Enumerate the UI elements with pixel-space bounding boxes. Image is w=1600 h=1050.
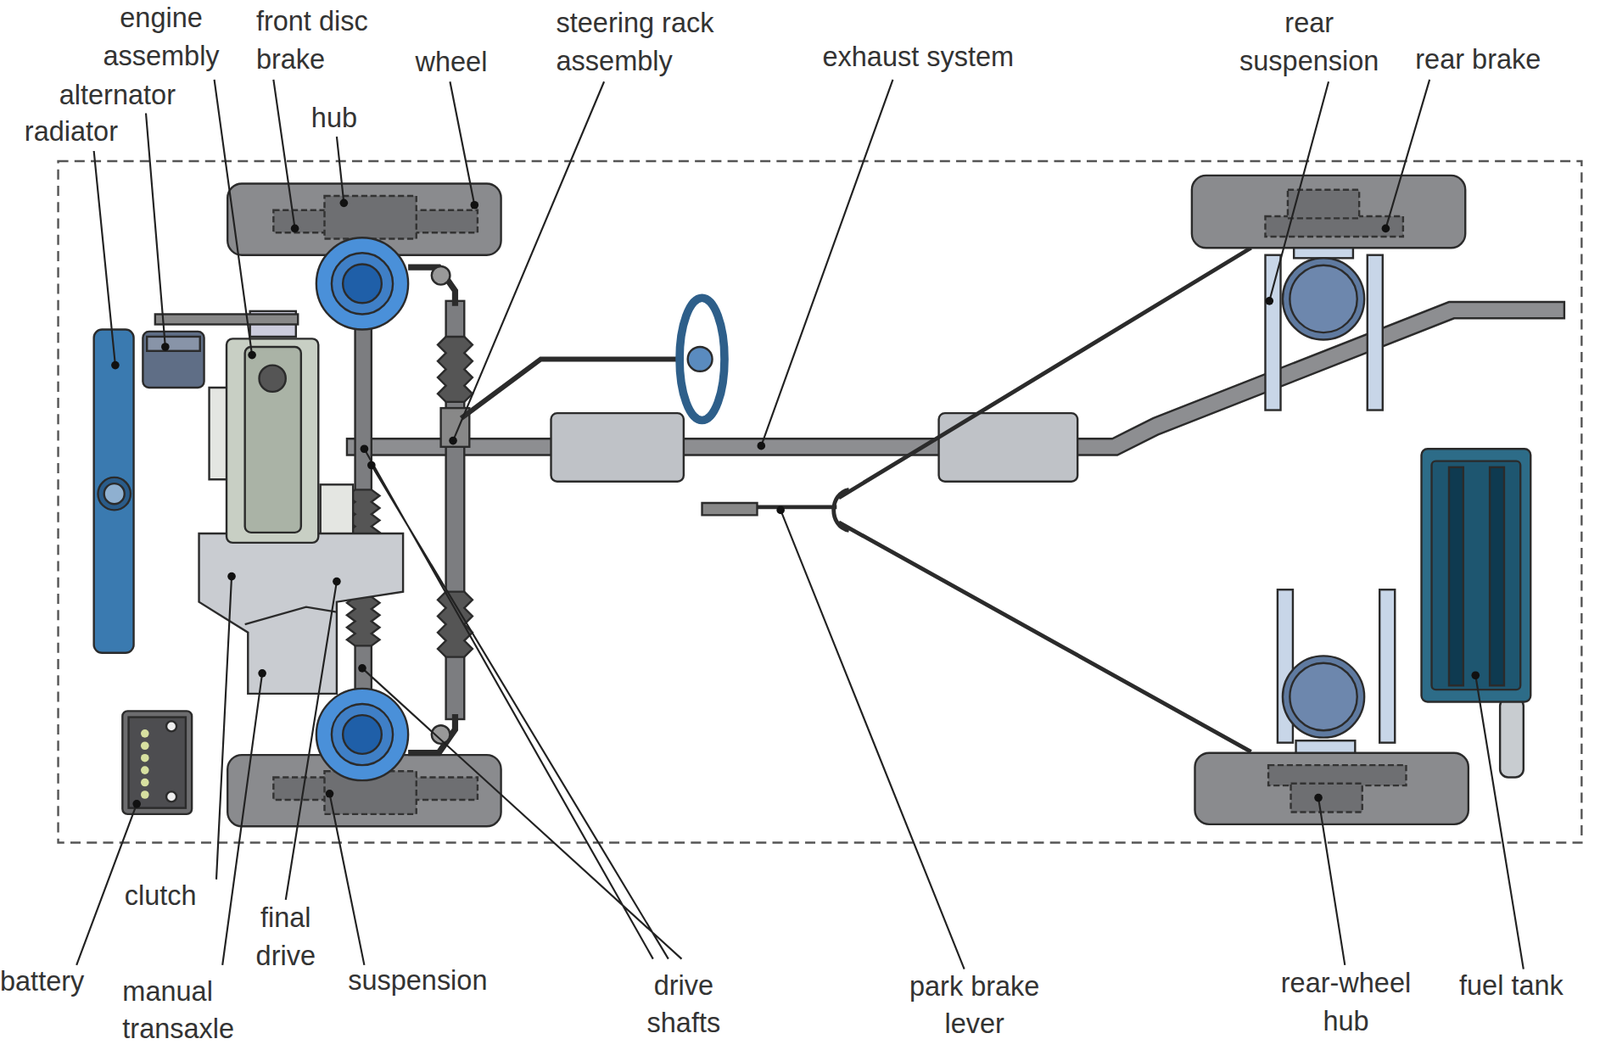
radiator-fan-hub [104,483,125,504]
engine-head [245,346,302,533]
front-hub [316,237,409,781]
brake-cable [839,247,1252,752]
steering-wheel [679,297,725,420]
wheel [1191,175,1466,248]
engine-block [226,338,319,543]
muffler [551,413,684,482]
rear-drum [1282,257,1365,340]
part-label: battery [0,962,84,1002]
suspension-mount [1293,247,1354,258]
tie-rod [408,267,455,754]
engine-pulley [259,365,286,392]
leader-dots [111,199,1480,809]
part-label: rear suspension [1222,5,1396,81]
hub-drum [324,195,416,240]
steering-column [461,358,684,419]
part-label: alternator [59,76,176,115]
battery [122,710,192,814]
part-label: park brake lever [892,967,1056,1044]
fuel-tank-inner [1432,461,1522,690]
alternator [142,331,204,388]
fuel-tank [1421,448,1532,702]
radiator [94,330,135,654]
rack-boot [437,336,473,403]
body-outline [58,161,1583,843]
filler-pipe [1499,698,1524,778]
part-label: fuel tank [1459,967,1564,1006]
rear-drum [1289,265,1357,333]
tie-rod-end [431,266,451,286]
rear-drum [1289,663,1357,731]
rear-hub [1291,783,1363,813]
part-label: wheel [415,44,488,83]
part-label: exhaust system [822,39,1014,78]
radiator-fan [97,477,130,510]
battery-terminal [166,721,177,732]
brake-handle [702,503,758,515]
battery-top [128,717,186,809]
part-label: front disc brake [256,3,409,79]
part-label: drive shafts [627,967,740,1043]
wheel [1194,753,1468,825]
fuel-tank-rib [1448,467,1464,686]
transaxle-seam [245,607,337,625]
brake-lever [756,489,849,531]
battery-terminal [166,791,177,802]
part-label: hub [311,100,358,139]
part-label: radiator [24,113,118,152]
part-label: manual transaxle [122,973,265,1049]
steering-hub [688,346,713,372]
alternator-band [146,336,201,352]
rear-drum [1282,655,1365,738]
part-label: engine assembly [89,0,233,76]
leader-lines [76,79,1524,970]
cv-boot [346,597,380,647]
fuel-tank-rib [1489,467,1505,686]
suspension-mount [1296,740,1356,753]
part-label: rear brake [1415,40,1541,79]
drive-belt [155,313,298,325]
part-label: clutch [124,877,197,916]
part-label: rear-wheel hub [1258,965,1433,1041]
suspension-arm [1379,589,1395,743]
part-label: steering rack assembly [556,5,751,81]
part-label: suspension [347,962,487,1001]
suspension-arm [1264,255,1281,411]
part-label: final drive [240,900,332,976]
suspension-arm [1367,255,1383,411]
